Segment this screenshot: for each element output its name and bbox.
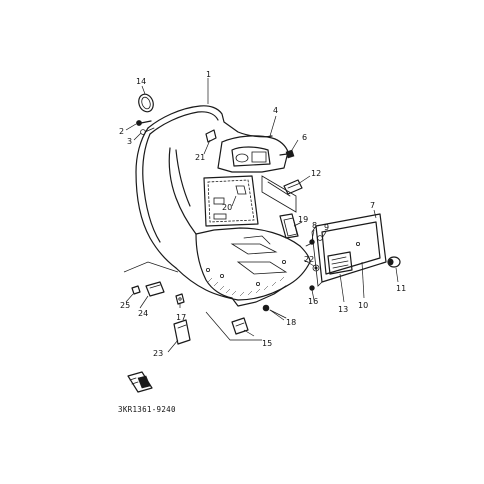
callout-1: 1	[206, 70, 211, 79]
cap-part-11	[387, 256, 401, 268]
screw-part-6	[279, 149, 295, 159]
callout-25: 25	[120, 301, 130, 310]
inner-glove-panel	[203, 135, 297, 227]
clip-part-12	[283, 179, 303, 195]
clip-part-21	[205, 129, 217, 143]
callout-14: 14	[136, 77, 146, 86]
clip-part-17	[175, 293, 185, 305]
screws-part-2-3	[136, 120, 155, 135]
bracket-part-15	[205, 311, 262, 341]
bracket-part-24	[123, 261, 179, 297]
callout-22: 22	[304, 255, 314, 264]
leg-shield-body	[135, 105, 311, 307]
callout-2: 2	[119, 127, 124, 136]
callout-19: 19	[298, 215, 308, 224]
clip-part-25	[131, 285, 141, 295]
seal-part-19	[279, 213, 299, 239]
front-view-indicator-icon	[127, 371, 153, 393]
callout-16: 16	[308, 297, 318, 306]
callout-8: 8	[312, 221, 317, 230]
emblem-part-14	[138, 93, 154, 113]
callout-24: 24	[138, 309, 148, 318]
screw-part-18	[262, 304, 287, 319]
plate-part-23	[173, 319, 191, 345]
callout-23: 23	[153, 349, 163, 358]
callout-7: 7	[370, 201, 375, 210]
callout-18: 18	[286, 318, 296, 327]
callout-13: 13	[338, 305, 348, 314]
callout-6: 6	[302, 133, 307, 142]
callout-15: 15	[262, 339, 272, 348]
leader-lines	[125, 78, 399, 353]
side-panel-part-7	[311, 213, 387, 287]
grommet-part-16	[309, 285, 315, 291]
callout-20: 20	[222, 203, 232, 212]
callout-3: 3	[127, 137, 132, 146]
callout-11: 11	[396, 284, 406, 293]
screws-part-8-9	[305, 235, 323, 247]
callout-21: 21	[195, 153, 205, 162]
callout-4: 4	[273, 106, 278, 115]
callout-12: 12	[311, 169, 321, 178]
callout-9: 9	[324, 223, 329, 232]
callout-10: 10	[358, 301, 368, 310]
callout-labels: 1 14 2 3 4 6 21 12 20 7 19 8 9 22 11 16 …	[119, 70, 406, 358]
diagram-code: 3KR1361-9240	[118, 405, 176, 414]
callout-17: 17	[176, 313, 186, 322]
